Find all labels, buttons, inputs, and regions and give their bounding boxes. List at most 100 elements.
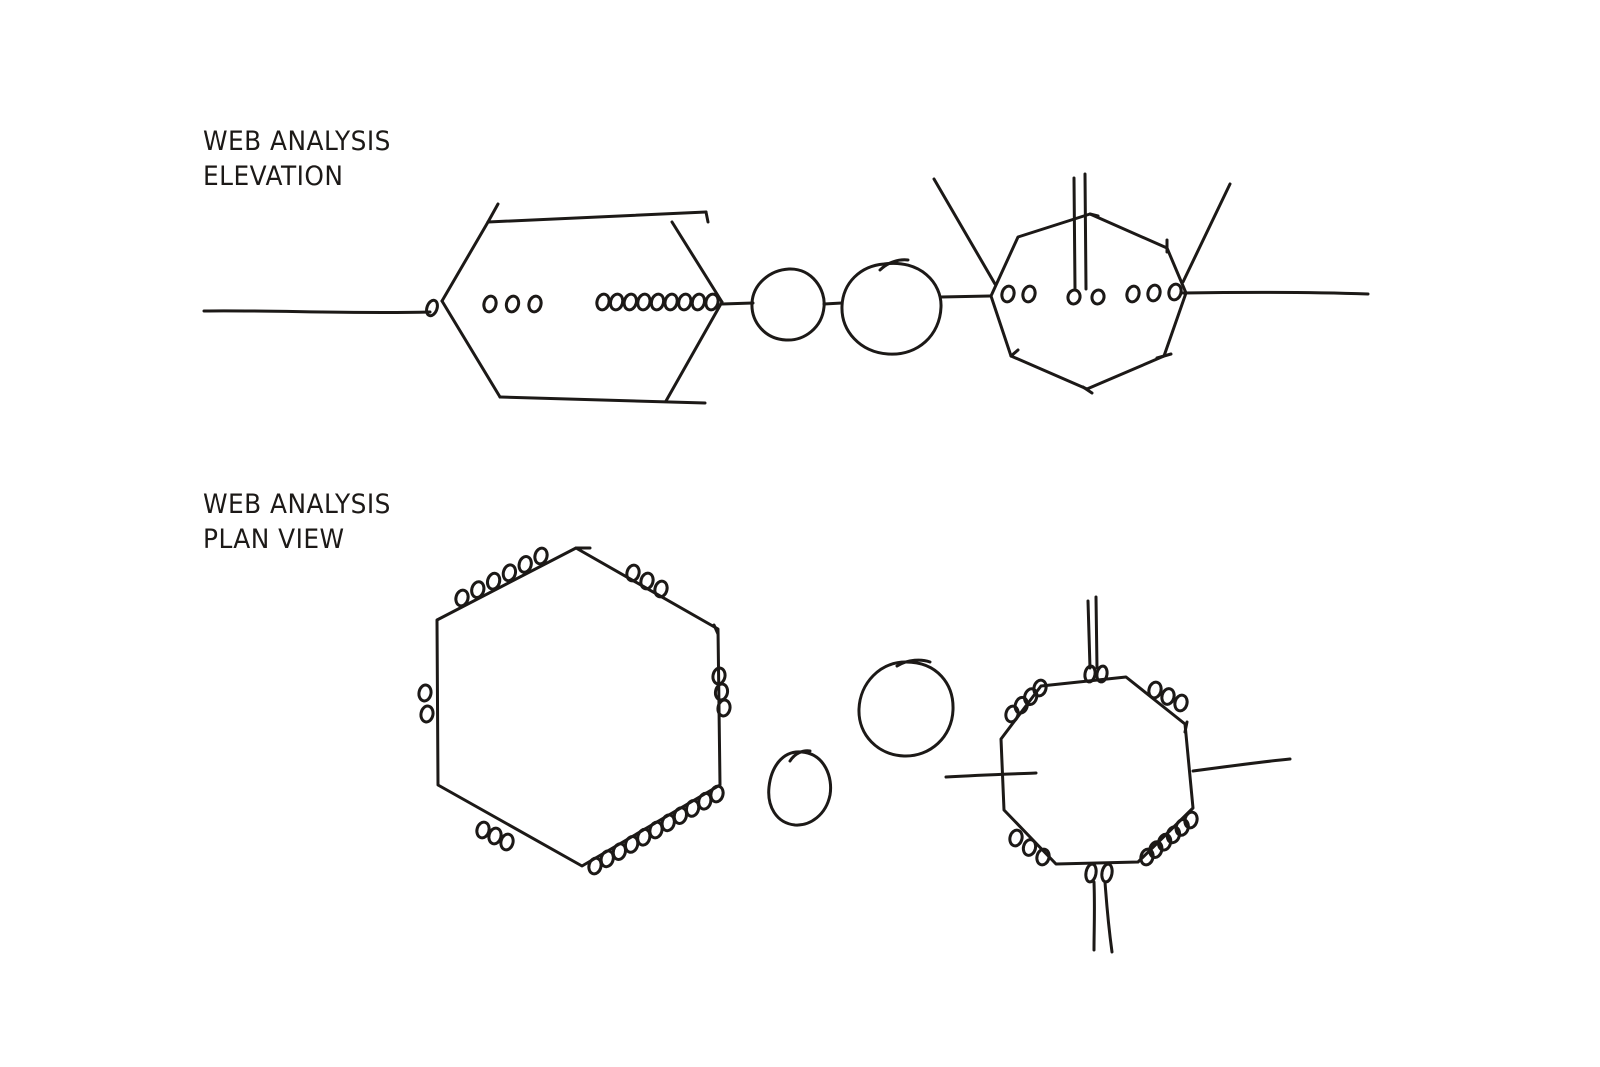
elevation-diagram — [202, 172, 1370, 405]
elevation-circle-large-stroke — [878, 258, 910, 272]
knot-loop — [1173, 693, 1189, 713]
elevation-octagon — [989, 212, 1188, 395]
knot-loop — [454, 588, 470, 608]
knot-loop — [649, 292, 666, 312]
knot-loop — [636, 292, 652, 312]
knot-loop — [417, 683, 433, 703]
knot-loop — [636, 827, 652, 847]
knot-loop — [611, 842, 628, 861]
knot-loop — [1021, 284, 1037, 304]
plan-hexagon-tick-right — [712, 623, 720, 636]
octagon-tick-bottom-right — [1155, 352, 1173, 360]
knot-loop — [622, 292, 638, 312]
hexagon-upper-right-edge — [670, 220, 724, 304]
elevation-caption-line-2: ELEVATION — [203, 161, 344, 192]
knot-loop — [639, 571, 655, 591]
plan-anchor-strand-top-2 — [1094, 595, 1099, 670]
knot-loop — [482, 294, 498, 314]
plan-circle-small-stroke — [788, 749, 812, 763]
hexagon-lower-right-edge — [664, 300, 724, 403]
octagon-tick-bottom — [1081, 385, 1094, 395]
knot-loop — [533, 546, 549, 566]
plan-circle-large-stroke — [895, 658, 932, 668]
anchor-strand-vertical-1 — [1072, 176, 1077, 291]
knot-loop — [501, 563, 518, 583]
plan-octagon-outline — [999, 675, 1195, 866]
knot-loop — [625, 563, 641, 583]
plan-circle-large — [857, 660, 955, 758]
knot-loop — [648, 820, 664, 840]
octagon-tick-top — [1088, 212, 1100, 218]
octagon-outline — [989, 212, 1188, 391]
knot-loop — [527, 294, 543, 314]
elevation-lead-line-left — [202, 309, 432, 315]
knot-loop — [1021, 838, 1038, 857]
plan-anchor-strand-right — [1191, 757, 1292, 773]
knot-loop — [1000, 284, 1016, 304]
anchor-strand-right — [1181, 290, 1370, 296]
elevation-hexagon-loops — [425, 292, 720, 318]
plan-view-caption-line-1: WEB ANALYSIS — [203, 489, 391, 520]
knot-loop — [672, 806, 689, 825]
knot-loop — [504, 294, 521, 314]
knot-loop — [690, 292, 707, 312]
elevation-connector-1 — [720, 301, 755, 306]
knot-loop — [704, 292, 720, 312]
knot-loop — [587, 856, 603, 876]
knot-loop — [653, 579, 669, 599]
knot-loop — [1084, 862, 1098, 884]
elevation-circle-large — [840, 261, 943, 356]
knot-loop — [425, 298, 439, 318]
elevation-caption: WEB ANALYSIS ELEVATION — [203, 124, 391, 194]
knot-loop — [470, 580, 486, 599]
plan-hexagon-loops — [417, 546, 732, 876]
knot-loop — [1035, 847, 1051, 867]
elevation-connector-2 — [822, 301, 844, 306]
knot-loop — [419, 704, 435, 724]
knot-loop — [1032, 678, 1048, 698]
hexagon-top-edge — [486, 210, 708, 224]
knot-loop — [1147, 680, 1163, 700]
anchor-strand-vertical-2 — [1083, 172, 1088, 291]
plan-circle-small — [767, 750, 833, 827]
knot-loop — [517, 555, 533, 574]
hexagon-bottom-edge — [498, 395, 707, 405]
knot-loop — [697, 791, 713, 811]
knot-loop — [1023, 687, 1039, 707]
knot-loop — [716, 698, 732, 718]
hexagon-top-right-tick — [704, 210, 710, 224]
plan-octagon-loops — [1004, 664, 1199, 884]
hexagon-lower-left-edge — [440, 299, 502, 399]
anchor-strand-upper-right — [1181, 182, 1232, 284]
knot-loop — [1167, 282, 1183, 302]
knot-loop — [663, 292, 679, 312]
knot-loop — [499, 832, 515, 852]
knot-loop — [711, 666, 727, 686]
elevation-caption-line-1: WEB ANALYSIS — [203, 126, 391, 157]
elevation-octagon-loops — [1000, 282, 1183, 306]
plan-anchor-strand-bottom-2 — [1103, 880, 1114, 954]
plan-octagon — [999, 675, 1195, 866]
knot-loop — [1008, 828, 1024, 848]
plan-anchor-strand-left — [944, 771, 1038, 779]
elevation-hexagon — [440, 202, 724, 405]
hexagon-top-left-tick — [486, 202, 500, 224]
knot-loop — [684, 799, 701, 818]
knot-loop — [599, 849, 615, 869]
plan-anchor-strand-top-1 — [1086, 599, 1092, 670]
knot-loop — [1146, 283, 1162, 303]
knot-loop — [595, 292, 611, 312]
knot-loop — [1095, 664, 1109, 684]
plan-octagon-tick-right — [1183, 720, 1189, 734]
elevation-connector-3 — [939, 294, 992, 299]
octagon-tick-bottom-left — [1009, 348, 1020, 358]
anchor-strand-upper-left — [932, 177, 997, 286]
knot-loop — [1090, 288, 1106, 306]
knot-loop — [1066, 288, 1082, 306]
plan-view-caption: WEB ANALYSIS PLAN VIEW — [203, 487, 391, 557]
knot-loop — [1004, 704, 1020, 724]
knot-loop — [623, 835, 640, 854]
knot-loop — [713, 682, 730, 702]
knot-loop — [709, 784, 725, 804]
